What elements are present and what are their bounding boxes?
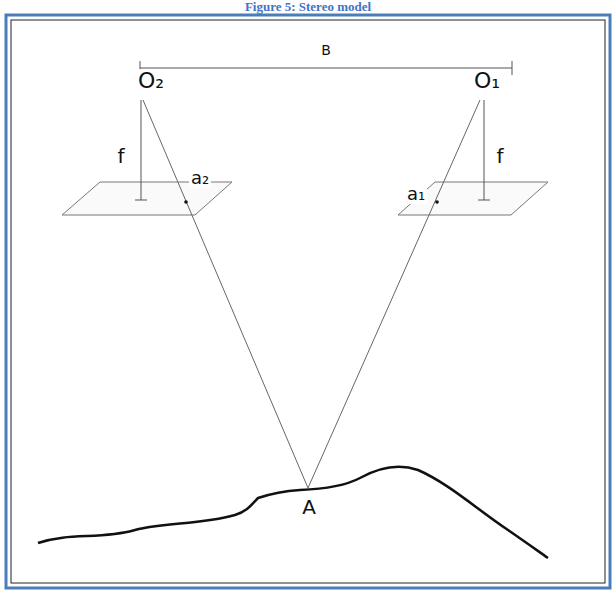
figure-caption: Figure 5: Stereo model: [0, 0, 616, 14]
focal-length-label: f: [115, 145, 126, 167]
image-point: [435, 200, 439, 204]
base-tick: [512, 61, 513, 75]
projection-ray: [308, 100, 480, 488]
terrain-profile: [38, 467, 548, 558]
base-line: [140, 68, 512, 69]
image-point-label: a₁: [405, 184, 427, 204]
baseline-label: B: [319, 43, 333, 58]
image-plane: [398, 182, 548, 215]
ground-point-label: A: [300, 496, 318, 518]
projection-ray: [143, 100, 308, 488]
camera-center-label: O₁: [472, 69, 502, 93]
image-point: [184, 200, 188, 204]
principal-point: [478, 200, 490, 201]
camera-center-label: O₂: [136, 69, 166, 93]
inner-frame: [11, 20, 605, 583]
image-point-label: a₂: [189, 168, 211, 188]
focal-axis: [484, 100, 485, 200]
focal-length-label: f: [494, 145, 505, 167]
focal-axis: [141, 100, 142, 200]
outer-frame: [6, 15, 610, 588]
principal-point: [135, 200, 147, 201]
